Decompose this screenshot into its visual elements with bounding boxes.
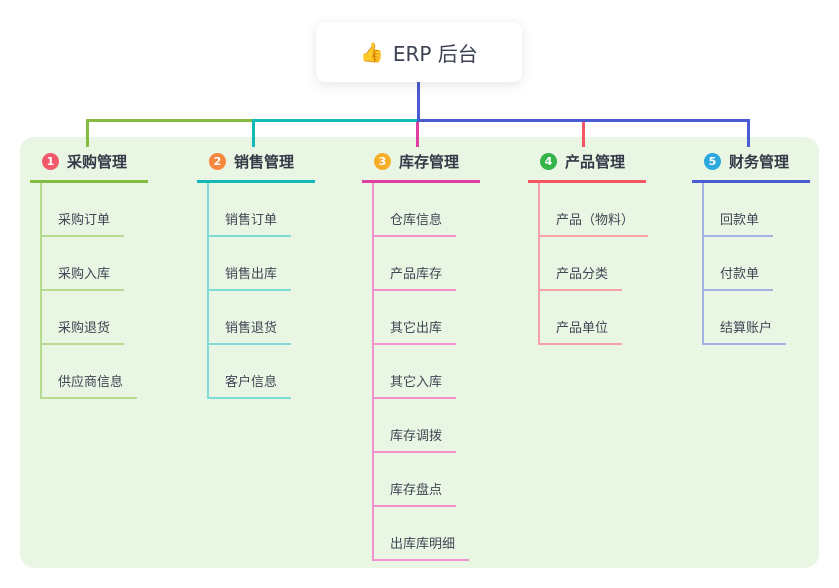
branch-1-label: 采购管理 <box>67 153 128 171</box>
node-stock-count[interactable]: 库存盘点 <box>374 453 457 507</box>
node-customer-info[interactable]: 客户信息 <box>209 345 292 399</box>
node-supplier-info[interactable]: 供应商信息 <box>42 345 138 399</box>
node-receipt-voucher[interactable]: 回款单 <box>704 183 774 237</box>
node-outbound-detail[interactable]: 出库库明细 <box>374 507 470 561</box>
branches-panel <box>20 137 819 568</box>
node-sales-return[interactable]: 销售退货 <box>209 291 292 345</box>
node-stock-transfer[interactable]: 库存调拨 <box>374 399 457 453</box>
connector-trunk-blue <box>417 119 750 122</box>
branch-finance: 5 财务管理 回款单 付款单 结算账户 <box>692 147 822 345</box>
branch-3-label: 库存管理 <box>399 153 460 171</box>
node-settlement-account[interactable]: 结算账户 <box>704 291 787 345</box>
node-other-outbound[interactable]: 其它出库 <box>374 291 457 345</box>
branch-2-label: 销售管理 <box>234 153 295 171</box>
node-product-category[interactable]: 产品分类 <box>540 237 623 291</box>
node-purchase-inbound[interactable]: 采购入库 <box>42 237 125 291</box>
branch-5-label: 财务管理 <box>729 153 790 171</box>
node-other-inbound[interactable]: 其它入库 <box>374 345 457 399</box>
branch-2-children: 销售订单 销售出库 销售退货 客户信息 <box>207 183 292 399</box>
branch-product: 4 产品管理 产品（物料） 产品分类 产品单位 <box>528 147 658 345</box>
thumbs-up-icon: 👍 <box>360 41 384 64</box>
branch-inventory-node[interactable]: 3 库存管理 <box>362 147 480 183</box>
node-sales-outbound[interactable]: 销售出库 <box>209 237 292 291</box>
connector-drop-branch2 <box>252 119 255 147</box>
branch-purchase-node[interactable]: 1 采购管理 <box>30 147 148 183</box>
node-product-material[interactable]: 产品（物料） <box>540 183 649 237</box>
node-purchase-order[interactable]: 采购订单 <box>42 183 125 237</box>
branch-4-children: 产品（物料） 产品分类 产品单位 <box>538 183 649 345</box>
branch-1-children: 采购订单 采购入库 采购退货 供应商信息 <box>40 183 138 399</box>
branch-3-children: 仓库信息 产品库存 其它出库 其它入库 库存调拨 库存盘点 出库库明细 <box>372 183 470 561</box>
root-node[interactable]: 👍 ERP 后台 <box>316 22 522 82</box>
branch-finance-node[interactable]: 5 财务管理 <box>692 147 810 183</box>
branch-product-node[interactable]: 4 产品管理 <box>528 147 646 183</box>
branch-sales-node[interactable]: 2 销售管理 <box>197 147 315 183</box>
branch-sales: 2 销售管理 销售订单 销售出库 销售退货 客户信息 <box>197 147 327 399</box>
node-sales-order[interactable]: 销售订单 <box>209 183 292 237</box>
connector-root-drop <box>417 82 420 122</box>
branch-5-children: 回款单 付款单 结算账户 <box>702 183 787 345</box>
node-warehouse-info[interactable]: 仓库信息 <box>374 183 457 237</box>
branch-4-label: 产品管理 <box>565 153 626 171</box>
branch-3-badge: 3 <box>374 153 391 170</box>
branch-2-badge: 2 <box>209 153 226 170</box>
branch-5-badge: 5 <box>704 153 721 170</box>
connector-trunk-green <box>86 119 253 122</box>
node-payment-voucher[interactable]: 付款单 <box>704 237 774 291</box>
branch-inventory: 3 库存管理 仓库信息 产品库存 其它出库 其它入库 库存调拨 库存盘点 出库库… <box>362 147 492 561</box>
root-node-label: ERP 后台 <box>392 41 478 66</box>
connector-drop-branch1 <box>86 119 89 147</box>
branch-1-badge: 1 <box>42 153 59 170</box>
connector-drop-branch3 <box>416 122 419 147</box>
connector-drop-branch5 <box>747 119 750 147</box>
connector-drop-branch4 <box>582 122 585 147</box>
node-product-unit[interactable]: 产品单位 <box>540 291 623 345</box>
node-purchase-return[interactable]: 采购退货 <box>42 291 125 345</box>
node-product-stock[interactable]: 产品库存 <box>374 237 457 291</box>
branch-purchase: 1 采购管理 采购订单 采购入库 采购退货 供应商信息 <box>30 147 160 399</box>
branch-4-badge: 4 <box>540 153 557 170</box>
connector-trunk-teal <box>253 119 417 122</box>
